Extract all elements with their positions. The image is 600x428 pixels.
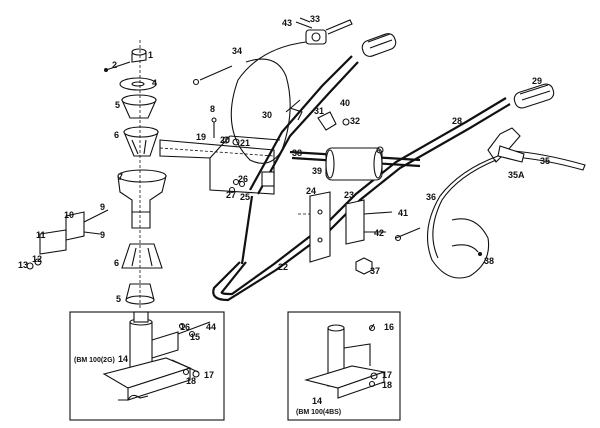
label-35: 35 [540,156,550,166]
throttle-lever [295,17,353,45]
label-11: 11 [36,230,46,240]
label-14-left: 14 [118,354,128,364]
label-16-right: 16 [384,322,394,332]
label-40: 40 [340,98,350,108]
nut-37 [355,257,373,275]
label-5-top: 5 [115,100,120,110]
label-29: 29 [532,76,542,86]
inset-left [69,311,225,421]
label-39: 39 [312,166,322,176]
label-27: 27 [226,190,236,200]
label-23: 23 [344,190,354,200]
part-labels: 1 2 4 5 6 7 9 9 10 11 12 13 6 5 8 19 20 … [18,14,550,406]
clutch-cable [394,155,499,279]
label-20: 20 [220,135,230,145]
crossbar-tube [325,146,384,181]
label-19: 19 [196,132,206,142]
label-31: 31 [314,106,324,116]
label-1: 1 [148,50,153,60]
label-43: 43 [282,18,292,28]
label-36: 36 [426,192,436,202]
label-22: 22 [278,262,288,272]
label-38-right: 38 [484,256,494,266]
caption-right-model: (BM 100(4BS) [296,409,341,416]
label-25: 25 [240,192,250,202]
label-14-right: 14 [312,396,322,406]
label-7: 7 [118,172,123,182]
side-bracket [26,209,109,270]
label-8: 8 [210,104,215,114]
label-28: 28 [452,116,462,126]
label-34: 34 [232,46,242,56]
label-26: 26 [238,174,248,184]
label-17-left: 17 [204,370,214,380]
label-9-a: 9 [100,202,105,212]
label-6-top: 6 [114,130,119,140]
label-17-right: 17 [382,370,392,380]
label-21: 21 [240,138,250,148]
label-13: 13 [18,260,28,270]
label-6-bottom: 6 [114,258,119,268]
label-44: 44 [206,322,216,332]
label-9-b: 9 [100,230,105,240]
label-12: 12 [32,254,42,264]
right-handle-grip [513,83,555,109]
steering-column-stack [104,40,167,310]
throttle-cable [192,41,307,164]
label-35a: 35A [508,170,525,180]
label-24: 24 [306,186,316,196]
clutch-lever [487,127,586,171]
label-4: 4 [152,78,157,88]
inset-captions: (BM 100(2G) (BM 100(4BS) [74,357,341,416]
label-37: 37 [370,266,380,276]
label-10: 10 [64,210,74,220]
cable-clamp [289,107,350,131]
label-33: 33 [310,14,320,24]
inset-right [287,311,401,421]
label-18-right: 18 [382,380,392,390]
caption-left-model: (BM 100(2G) [74,357,115,364]
label-5-bottom: 5 [116,294,121,304]
mounting-bracket [298,191,393,263]
frame-plate [159,117,281,195]
label-15: 15 [190,332,200,342]
label-41: 41 [398,208,408,218]
left-handle-grip [361,33,397,57]
label-42: 42 [374,228,384,238]
label-16-left: 16 [180,322,190,332]
label-18-left: 18 [186,376,196,386]
label-2: 2 [112,60,117,70]
label-30: 30 [262,110,272,120]
label-32: 32 [350,116,360,126]
label-38-top: 38 [292,148,302,158]
